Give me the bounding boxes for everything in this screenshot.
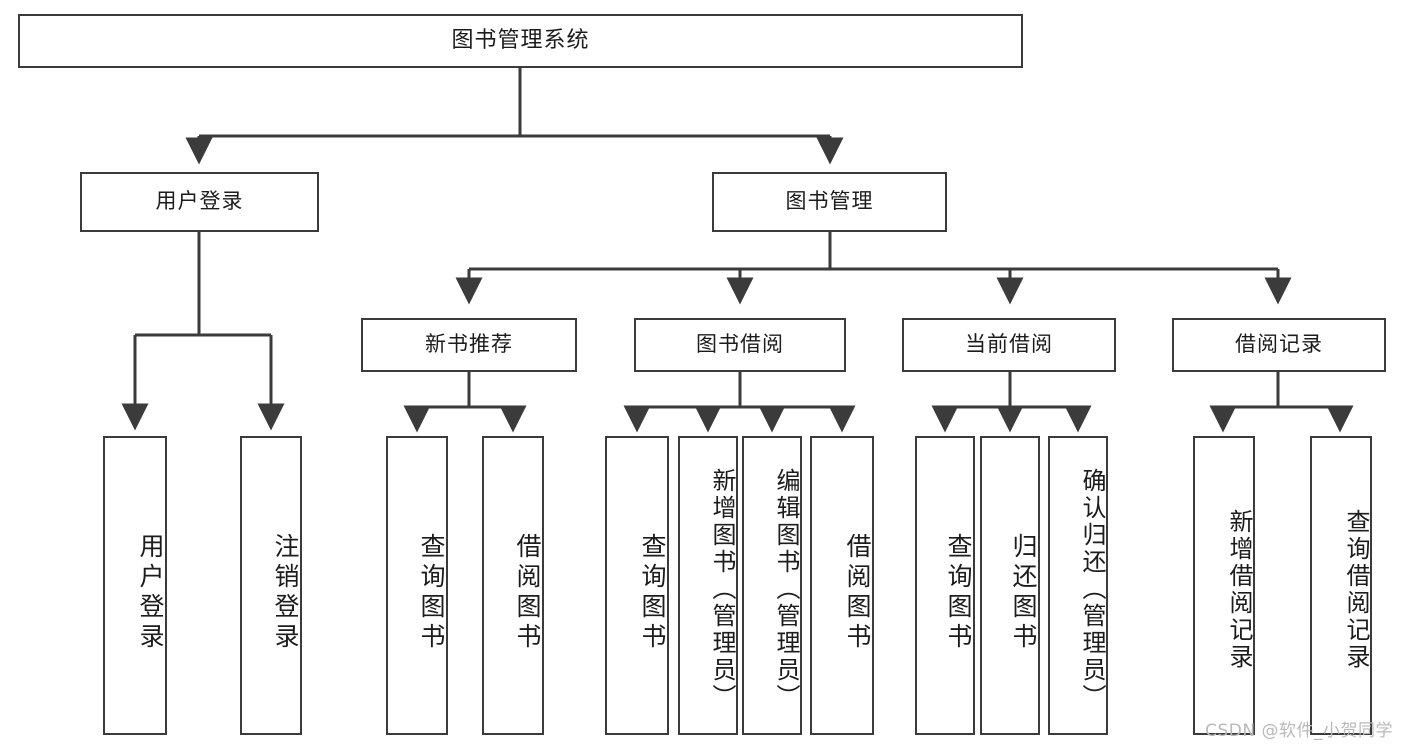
node-book-management[interactable]: 图书管理: [712, 172, 947, 232]
node-label: 查询图书: [638, 532, 667, 653]
watermark: CSDN @软件_小贺同学: [1205, 721, 1393, 741]
leaf-current-confirm-return-admin[interactable]: 确认归还（管理员）: [1048, 436, 1108, 735]
leaf-borrow-query-book[interactable]: 查询图书: [605, 436, 669, 735]
node-label: 借阅记录: [1235, 332, 1323, 357]
leaf-record-query-record[interactable]: 查询借阅记录: [1310, 436, 1372, 735]
leaf-record-add-record[interactable]: 新增借阅记录: [1193, 436, 1255, 735]
leaf-borrow-edit-book-admin[interactable]: 编辑图书（管理员）: [742, 436, 802, 735]
node-label: 新增借阅记录: [1225, 508, 1253, 671]
leaf-borrow-borrow-book[interactable]: 借阅图书: [810, 436, 874, 735]
leaf-borrow-add-book-admin[interactable]: 新增图书（管理员）: [678, 436, 738, 735]
node-user-login[interactable]: 用户登录: [80, 172, 319, 232]
node-borrow-record[interactable]: 借阅记录: [1172, 318, 1386, 372]
node-new-book-recommend[interactable]: 新书推荐: [361, 318, 577, 372]
leaf-current-query-book[interactable]: 查询图书: [915, 436, 975, 735]
node-label: 当前借阅: [965, 332, 1053, 357]
node-label: 借阅图书: [513, 532, 542, 653]
node-book-borrow[interactable]: 图书借阅: [634, 318, 846, 372]
node-label: 归还图书: [1009, 532, 1038, 653]
node-label: 确认归还（管理员）: [1078, 468, 1106, 711]
node-label: 查询图书: [944, 532, 973, 653]
node-label: 查询图书: [417, 532, 446, 653]
leaf-current-return-book[interactable]: 归还图书: [980, 436, 1040, 735]
node-current-borrow[interactable]: 当前借阅: [902, 318, 1116, 372]
node-label: 图书管理: [785, 189, 874, 214]
node-label: 注销登录: [271, 532, 300, 653]
node-label: 查询借阅记录: [1342, 508, 1370, 671]
node-label: 新增图书（管理员）: [708, 468, 736, 711]
leaf-recommend-borrow-book[interactable]: 借阅图书: [482, 436, 544, 735]
leaf-user-login-login[interactable]: 用户登录: [103, 436, 167, 735]
node-label: 用户登录: [136, 532, 165, 653]
leaf-user-login-logout[interactable]: 注销登录: [240, 436, 302, 735]
node-label: 图书管理系统: [451, 27, 590, 53]
node-label: 图书借阅: [696, 332, 784, 357]
node-label: 借阅图书: [843, 532, 872, 653]
node-label: 编辑图书（管理员）: [772, 468, 800, 711]
node-label: 新书推荐: [425, 332, 513, 357]
node-root-system[interactable]: 图书管理系统: [18, 14, 1023, 68]
leaf-recommend-query-book[interactable]: 查询图书: [386, 436, 448, 735]
node-label: 用户登录: [155, 189, 244, 214]
